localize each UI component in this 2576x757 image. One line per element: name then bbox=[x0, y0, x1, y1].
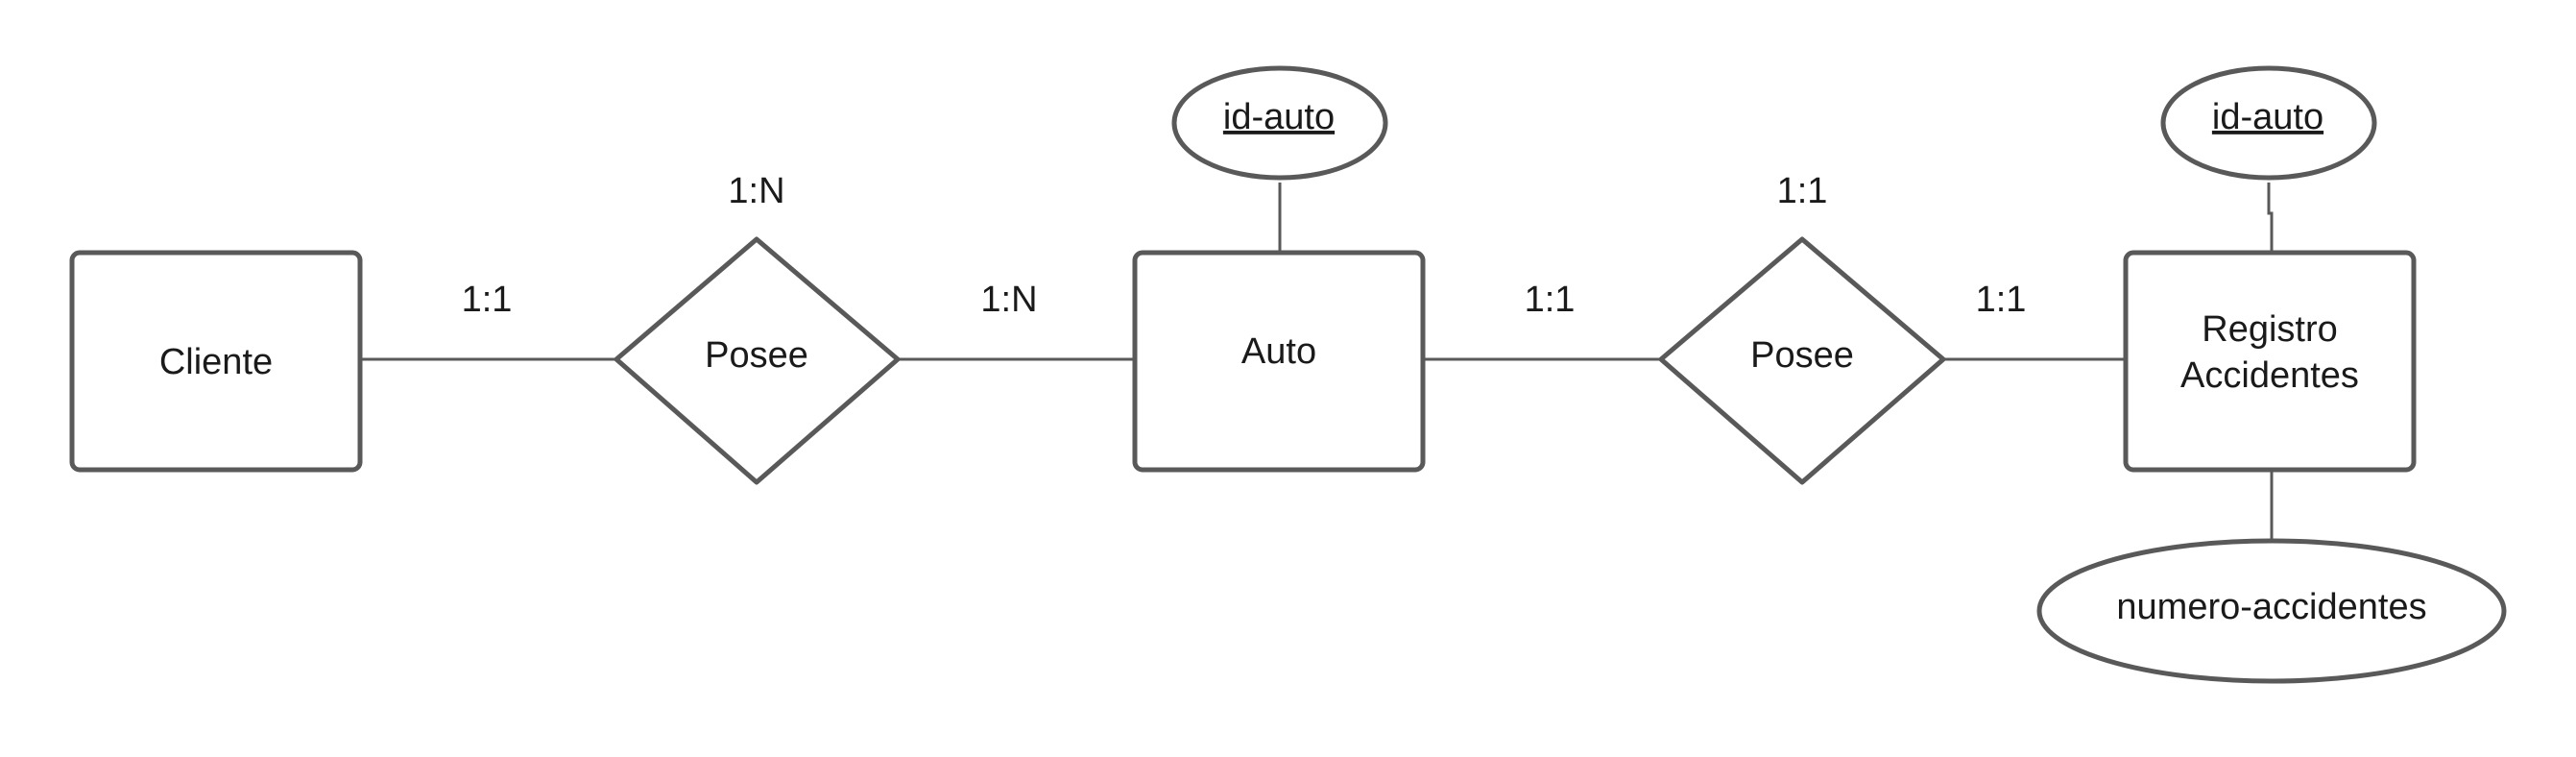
cardinality-posee1-auto: 1:N bbox=[980, 280, 1037, 320]
entity-auto-label: Auto bbox=[1241, 331, 1316, 372]
relationship-posee-2[interactable]: Posee bbox=[1658, 236, 1946, 485]
cardinality-posee1-top: 1:N bbox=[728, 171, 784, 211]
attribute-registro-id-auto[interactable]: id-auto bbox=[2160, 65, 2377, 181]
entity-registro-label-line2: Accidentes bbox=[2180, 355, 2359, 396]
cardinality-cliente-posee: 1:1 bbox=[462, 280, 513, 320]
attribute-numero-accidentes-label: numero-accidentes bbox=[2116, 587, 2426, 627]
cardinality-posee2-registro: 1:1 bbox=[1976, 280, 2027, 320]
entity-registro-accidentes[interactable]: Registro Accidentes bbox=[2123, 250, 2417, 473]
cardinality-auto-posee2: 1:1 bbox=[1525, 280, 1576, 320]
relationship-posee-1[interactable]: Posee bbox=[614, 236, 901, 485]
relationship-posee-2-label: Posee bbox=[1750, 335, 1854, 376]
connector-registro-idauto bbox=[2267, 183, 2274, 253]
cardinality-posee2-top: 1:1 bbox=[1777, 171, 1828, 211]
entity-cliente-label: Cliente bbox=[159, 342, 273, 382]
attribute-auto-id-auto-label: id-auto bbox=[1223, 97, 1335, 137]
attribute-numero-accidentes[interactable]: numero-accidentes bbox=[2036, 538, 2507, 684]
entity-registro-label-line1: Registro bbox=[2202, 309, 2338, 350]
attribute-auto-id-auto[interactable]: id-auto bbox=[1171, 65, 1388, 181]
attribute-registro-id-auto-label: id-auto bbox=[2212, 97, 2323, 137]
entity-auto[interactable]: Auto bbox=[1132, 250, 1426, 473]
relationship-posee-1-label: Posee bbox=[705, 335, 808, 376]
entity-cliente[interactable]: Cliente bbox=[69, 250, 363, 473]
